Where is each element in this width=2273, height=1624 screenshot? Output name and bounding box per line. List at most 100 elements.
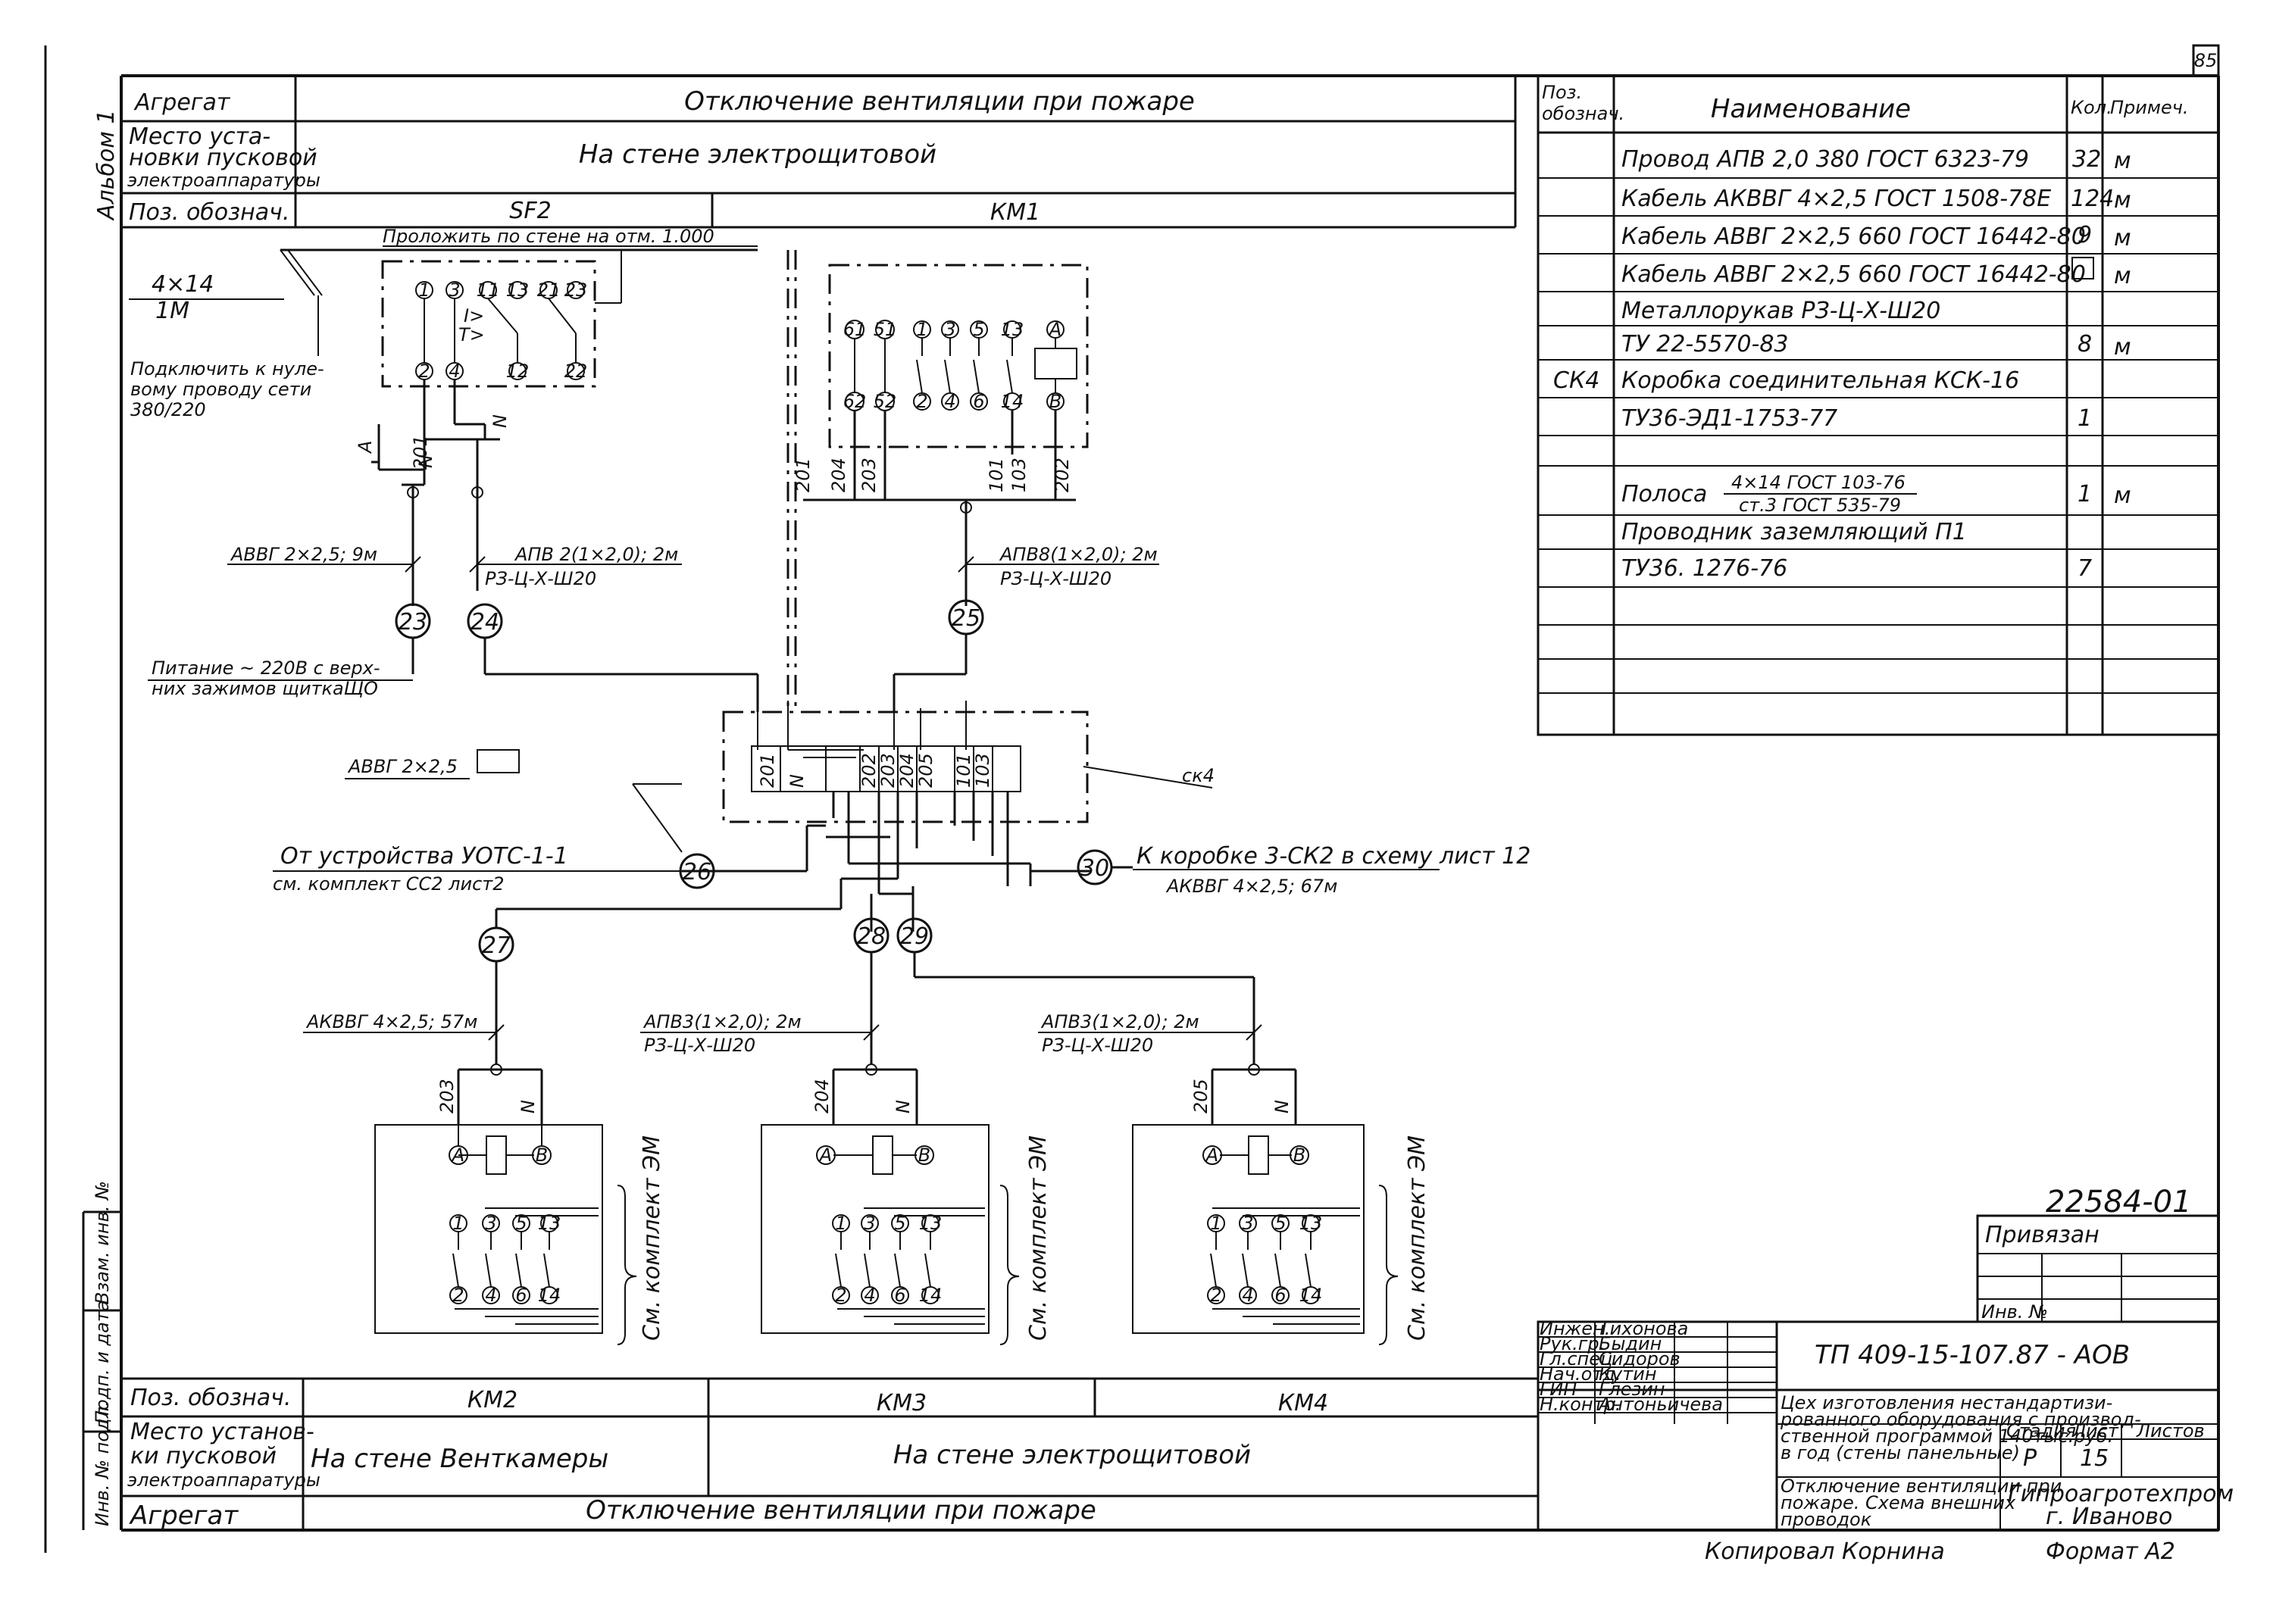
terminal-label: 61 xyxy=(843,319,867,340)
top-label-place-2: новки пусковой xyxy=(129,145,317,171)
terminal-label: 1 xyxy=(835,1213,846,1234)
bottom-pos-km4: КМ4 xyxy=(1278,1390,1328,1416)
em-wire-neutral: N xyxy=(1271,1100,1293,1113)
terminal-label: 6 xyxy=(515,1285,527,1306)
top-place: На стене электрощитовой xyxy=(579,139,936,170)
stamp-replace-inv: Взам. инв. № xyxy=(92,1181,113,1304)
wire-tag-a: A xyxy=(355,441,376,454)
spec-row: Кабель АВВГ 2×2,5 660 ГОСТ 16442-80 9 м xyxy=(1621,222,2131,251)
top-table: Агрегат Место уста- новки пусковой элект… xyxy=(121,76,1517,229)
bottom-table: Поз. обознач. Место установ- ки пусковой… xyxy=(121,1377,1540,1531)
title-block: 22584-01 Привязан Инв. № Инжен. Тихонова… xyxy=(1537,1185,2234,1565)
terminal-label: 14 xyxy=(919,1285,943,1306)
spec-row-name: ТУ 22-5570-83 xyxy=(1621,331,1789,358)
em-wire-tag: 203 xyxy=(436,1079,458,1113)
copied-by: Копировал Корнина xyxy=(1705,1538,1945,1565)
terminal-label: 2 xyxy=(418,361,430,382)
neutral-note-1: Подключить к нуле- xyxy=(130,358,324,379)
terminal-label: A xyxy=(818,1145,832,1166)
object-line: ственной программой 140тыс.руб. xyxy=(1781,1426,2113,1447)
em-wire-neutral: N xyxy=(893,1100,914,1113)
ck4-box: 201 N 202 203 204 205 101 103 ск4 xyxy=(722,701,1215,823)
role-name: Кутин xyxy=(1599,1363,1657,1385)
ck-terminal-label: 205 xyxy=(915,753,936,788)
top-label-place-1: Место уста- xyxy=(129,123,270,150)
spec-row: СК4 Коробка соединительная КСК-16 xyxy=(1553,367,2019,394)
spec-row-note: м xyxy=(2114,225,2131,251)
circle-marker: 29 xyxy=(896,917,933,954)
ck-terminal-label: 201 xyxy=(757,753,778,788)
terminal-label: 12 xyxy=(506,361,530,382)
strip-label-bottom: 1М xyxy=(155,298,189,324)
role-name: Тихонова xyxy=(1599,1318,1688,1339)
side-stamp: Инв. № подл. Подп. и дата Взам. инв. № xyxy=(82,1181,121,1530)
ck-terminal-label: N xyxy=(786,774,808,788)
km1-wire-tag: 101 xyxy=(986,458,1007,492)
terminal-label: 4 xyxy=(449,361,460,382)
spec-row: Металлорукав РЗ-Ц-Х-Ш20 xyxy=(1621,298,1940,324)
spec-header-name: Наименование xyxy=(1711,94,1911,124)
to-box-1: К коробке 3-СК2 в схему лист 12 xyxy=(1136,843,1530,870)
terminal-label: 13 xyxy=(1001,319,1024,340)
spec-row-name: Проводник заземляющий П1 xyxy=(1621,519,1967,545)
terminal-label: 5 xyxy=(515,1213,527,1234)
terminal-label: 5 xyxy=(973,319,984,340)
terminal-label: 4 xyxy=(485,1285,496,1306)
role-name: Быдин xyxy=(1599,1333,1662,1354)
em-wire-neutral: N xyxy=(517,1100,539,1113)
role-name: Сидоров xyxy=(1599,1348,1681,1369)
terminal-label: 2 xyxy=(452,1285,464,1306)
cable-25-label-1: АПВ8(1×2,0); 2м xyxy=(999,544,1158,565)
stamp-sign-date: Подп. и дата xyxy=(92,1301,113,1425)
terminal-label: 22 xyxy=(564,361,588,382)
spec-row: ТУ36-ЭД1-1753-77 1 xyxy=(1621,405,2092,432)
bound-label: Привязан xyxy=(1985,1222,2099,1248)
role-label: ГИП xyxy=(1540,1379,1577,1400)
terminal-label: A xyxy=(1048,319,1061,340)
terminal-label: 21 xyxy=(537,280,561,301)
circle-marker-label: 27 xyxy=(482,932,511,959)
sf2-mark-thermal: T> xyxy=(458,324,485,345)
strip-label-top: 4×14 xyxy=(152,271,214,298)
wire-tag-201: 201 xyxy=(410,435,431,470)
em-wire-tag: 204 xyxy=(811,1079,833,1113)
terminal-label: 1 xyxy=(452,1213,464,1234)
km1-wire-tag: 103 xyxy=(1008,458,1030,492)
ck-terminal-label: 101 xyxy=(953,753,974,788)
circle-marker-label: 24 xyxy=(471,609,499,636)
wire-tag-n1: N xyxy=(415,454,436,468)
terminal-label: 23 xyxy=(564,280,588,301)
cable-24-label-1: АПВ 2(1×2,0); 2м xyxy=(514,544,678,565)
top-label-aggregate: Агрегат xyxy=(133,89,231,116)
top-aggregate: Отключение вентиляции при пожаре xyxy=(684,86,1195,117)
sheet-value: 15 xyxy=(2080,1445,2109,1472)
ck-terminal-label: 103 xyxy=(972,753,993,788)
spec-row: ТУ36. 1276-76 7 xyxy=(1621,555,2092,582)
terminal-label: 3 xyxy=(864,1213,875,1234)
terminal-label: 62 xyxy=(843,391,867,412)
cable-27-label: АКВВГ 4×2,5; 57м xyxy=(305,1011,477,1032)
circle-marker-label: 29 xyxy=(900,923,929,950)
bottom-label-pos: Поз. обознач. xyxy=(130,1385,291,1411)
spec-row-name: Полоса xyxy=(1621,481,1707,508)
circle-marker: 30 xyxy=(1077,849,1113,885)
spec-row-qty: 124 xyxy=(2071,186,2114,212)
terminal-label: A xyxy=(451,1145,464,1166)
terminal-label: 13 xyxy=(506,280,530,301)
spec-header-qty: Кол. xyxy=(2071,97,2112,118)
spec-row-qty: 9 xyxy=(2078,222,2092,248)
spec-row-name: Кабель АВВГ 2×2,5 660 ГОСТ 16442-80 xyxy=(1621,223,2086,250)
top-label-place-3: электроаппаратуры xyxy=(127,170,320,191)
spec-row: Проводник заземляющий П1 xyxy=(1621,519,1967,545)
circle-marker-label: 25 xyxy=(952,605,980,632)
em-label: См. комплект ЭМ xyxy=(1404,1135,1430,1341)
terminal-label: 11 xyxy=(477,280,500,301)
sf2-terminals: 1 3 11 13 21 23 2 4 12 22 I> T> xyxy=(415,280,588,382)
ck-terminal-label: 202 xyxy=(858,753,880,788)
power-note-2: них зажимов щиткаЩО xyxy=(152,678,378,699)
top-pos-km1: КМ1 xyxy=(990,199,1040,226)
bottom-aggregate: Отключение вентиляции при пожаре xyxy=(586,1495,1096,1526)
spec-row-note: м xyxy=(2114,187,2131,214)
power-note-1: Питание ~ 220В с верх- xyxy=(152,657,380,679)
